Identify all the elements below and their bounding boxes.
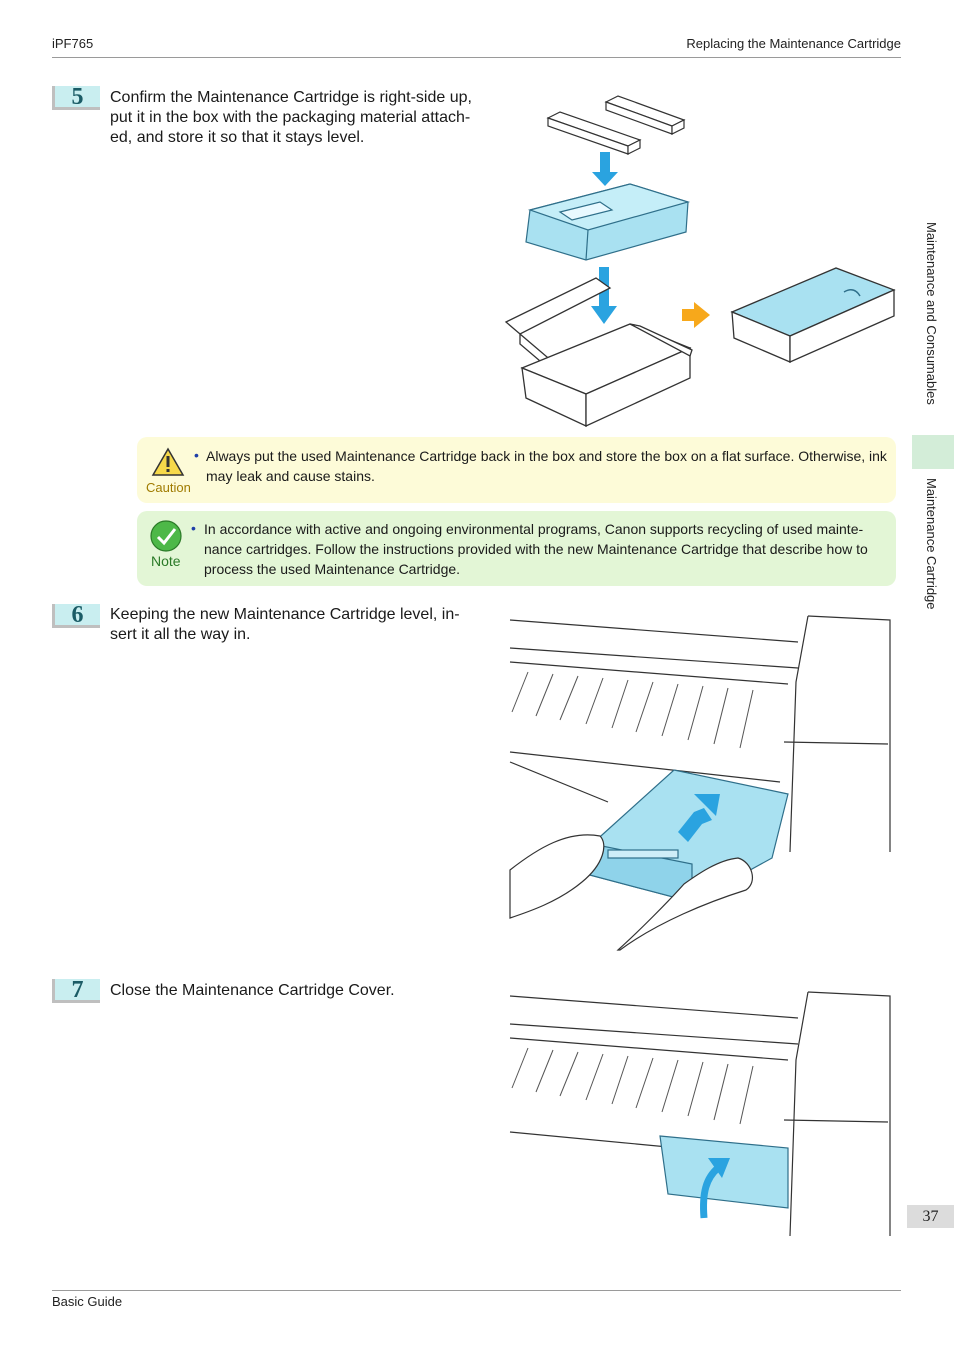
page-number: 37: [907, 1205, 954, 1228]
closed-box: [730, 267, 896, 363]
note-bullet: •: [191, 520, 196, 536]
step-7-text: Close the Maintenance Cartridge Cover.: [110, 981, 395, 1001]
note-label: Note: [151, 553, 181, 569]
step-5-line-2: put it in the box with the packaging mat…: [110, 109, 471, 126]
footer-guide-name: Basic Guide: [52, 1294, 123, 1309]
step-5-illustration: [504, 95, 896, 428]
cartridge-wrapped: [525, 183, 691, 261]
caution-line-1: Always put the used Maintenance Cartridg…: [206, 448, 887, 464]
header-section-title: Replacing the Maintenance Cartridge: [686, 36, 901, 51]
warning-triangle-icon: [151, 447, 185, 476]
arrow-up-icon: [678, 794, 720, 842]
header-product: iPF765: [52, 36, 94, 51]
caution-label: Caution: [146, 480, 191, 495]
printer-outline-closed: [509, 991, 891, 1237]
step-number-5: 5: [52, 85, 100, 110]
step-6-line-2: sert it all the way in.: [110, 626, 251, 643]
step-7-illustration: [509, 991, 891, 1237]
printer-grille: [511, 671, 754, 749]
note-line-1: In accordance with active and ongoing en…: [204, 521, 864, 537]
arrow-right-icon: [682, 302, 710, 328]
step-5-text: Confirm the Maintenance Cartridge is rig…: [110, 88, 472, 148]
caution-bullet: •: [194, 447, 199, 463]
step-6-text: Keeping the new Maintenance Cartridge le…: [110, 605, 460, 645]
header-rule: [52, 57, 901, 58]
side-tab-topic[interactable]: Maintenance Cartridge: [924, 478, 939, 610]
note-line-2: nance cartridges. Follow the instruction…: [204, 541, 868, 557]
arrow-curve-up-head-icon: [708, 1158, 730, 1178]
caution-box: Caution • Always put the used Maintenanc…: [137, 437, 896, 503]
note-line-3: process the used Maintenance Cartridge.: [204, 561, 461, 577]
arrow-down-icon-1: [592, 152, 618, 186]
step-6-illustration: [509, 615, 891, 951]
step-number-7: 7: [52, 978, 100, 1003]
side-tab-active-marker: [912, 435, 954, 469]
note-text: In accordance with active and ongoing en…: [204, 519, 868, 579]
step-6-line-1: Keeping the new Maintenance Cartridge le…: [110, 606, 460, 623]
caution-line-2: may leak and cause stains.: [206, 468, 375, 484]
note-check-icon: [150, 520, 182, 552]
footer-rule: [52, 1290, 901, 1291]
step-number-6: 6: [52, 603, 100, 628]
step-7-line-1: Close the Maintenance Cartridge Cover.: [110, 982, 395, 999]
caution-text: Always put the used Maintenance Cartridg…: [206, 446, 887, 486]
printer-grille-closed: [511, 1047, 754, 1125]
packaging-material-right: [604, 95, 686, 135]
hands: [509, 834, 754, 951]
arrow-curve-up-icon: [700, 1165, 721, 1219]
open-box: [504, 277, 693, 428]
printer-outline: [509, 615, 891, 853]
note-box: Note • In accordance with active and ong…: [137, 511, 896, 586]
step-5-line-1: Confirm the Maintenance Cartridge is rig…: [110, 89, 472, 106]
packaging-material-left: [546, 111, 642, 155]
step-5-line-3: ed, and store it so that it stays level.: [110, 129, 365, 146]
side-tab-chapter[interactable]: Maintenance and Consumables: [924, 222, 939, 405]
